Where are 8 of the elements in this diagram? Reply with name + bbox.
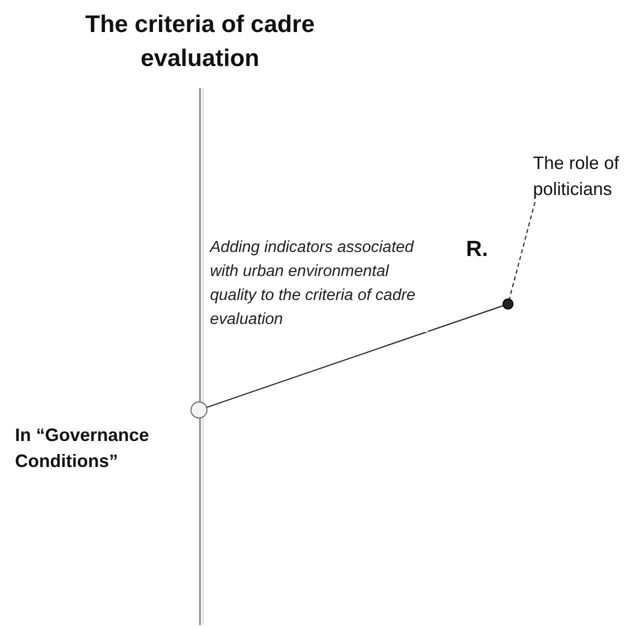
dot-marker [502, 298, 514, 310]
circle-marker [190, 401, 208, 419]
leader-line [508, 202, 536, 300]
node-caption: In “Governance Conditions” [15, 424, 150, 473]
connector-line [206, 305, 504, 408]
diagram-title: The criteria of cadre evaluation [84, 10, 316, 74]
node-label: The role of politicians [533, 150, 641, 202]
loop-marker: R. [466, 236, 489, 262]
